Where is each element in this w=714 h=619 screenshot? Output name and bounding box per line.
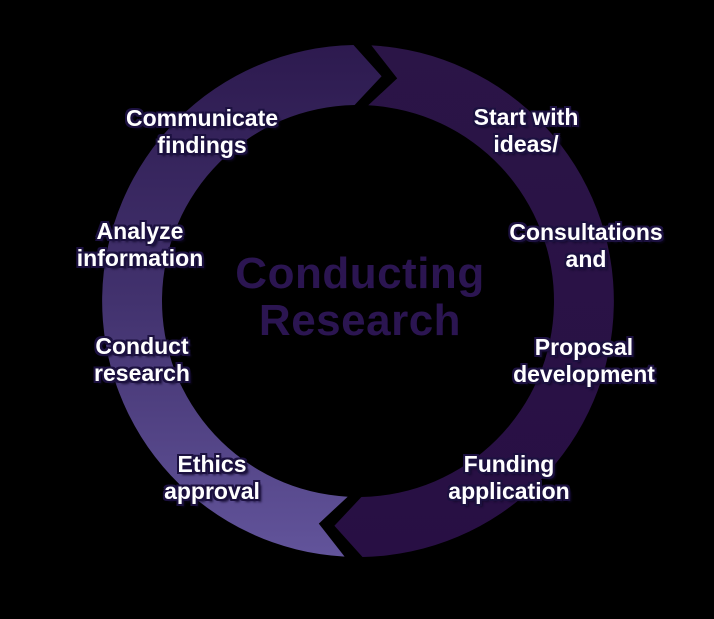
- step-label-start-with-ideas: Start with ideas/: [473, 104, 579, 157]
- cycle-arrow-right-half: [334, 45, 614, 558]
- step-label-ethics-approval: Ethics approval: [164, 451, 260, 504]
- step-label-consultations-and: Consultations and: [509, 219, 663, 272]
- step-label-communicate-findings: Communicate findings: [125, 105, 279, 158]
- step-label-conduct-research: Conduct research: [94, 333, 190, 386]
- step-label-proposal-development: Proposal development: [513, 334, 655, 387]
- cycle-arrow-left-half: [102, 45, 382, 557]
- step-label-funding-application: Funding application: [448, 451, 570, 504]
- diagram-title: Conducting Research: [235, 249, 485, 345]
- step-label-analyze-information: Analyze information: [76, 218, 204, 271]
